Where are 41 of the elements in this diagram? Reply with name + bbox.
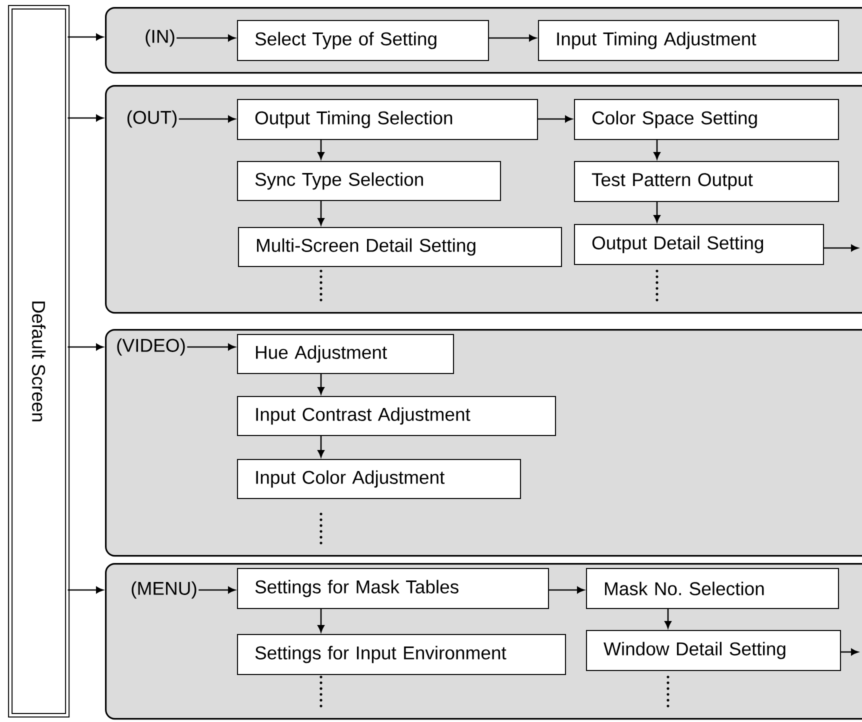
arrow bbox=[176, 34, 236, 42]
menu-box: Input Contrast Adjustment bbox=[237, 396, 556, 436]
menu-box: Select Type of Setting bbox=[237, 20, 489, 61]
arrow bbox=[654, 202, 660, 222]
menu-box: Input Timing Adjustment bbox=[538, 20, 839, 61]
arrow bbox=[318, 609, 324, 632]
arrow bbox=[187, 344, 236, 350]
arrow bbox=[68, 344, 104, 350]
menu-box: Color Space Setting bbox=[574, 99, 839, 140]
group-label: (MENU) bbox=[132, 581, 196, 599]
arrow bbox=[841, 648, 858, 656]
arrow bbox=[318, 201, 324, 226]
arrow bbox=[318, 436, 324, 458]
group-label: (VIDEO) bbox=[117, 338, 185, 356]
menu-box: Settings for Mask Tables bbox=[237, 568, 549, 609]
menu-box: Settings for Input Environment bbox=[237, 634, 566, 675]
menu-box: Mask No. Selection bbox=[586, 568, 839, 609]
menu-box: Sync Type Selection bbox=[237, 161, 501, 201]
menu-box: Input Color Adjustment bbox=[237, 459, 521, 499]
arrow bbox=[318, 140, 324, 160]
arrow bbox=[68, 114, 104, 122]
arrow bbox=[654, 140, 660, 160]
group-label: (OUT) bbox=[127, 110, 177, 128]
arrow bbox=[68, 586, 104, 594]
arrow bbox=[664, 609, 672, 628]
arrow bbox=[489, 34, 536, 42]
arrow bbox=[549, 586, 584, 594]
menu-box: Hue Adjustment bbox=[237, 334, 454, 374]
group-label: (IN) bbox=[146, 29, 174, 47]
arrow bbox=[198, 586, 236, 594]
menu-box: Test Pattern Output bbox=[574, 161, 839, 202]
arrow bbox=[824, 244, 858, 252]
menu-box: Multi-Screen Detail Setting bbox=[238, 227, 562, 267]
arrow bbox=[178, 116, 236, 122]
arrow bbox=[538, 116, 572, 122]
arrow bbox=[68, 34, 104, 40]
screen-box: Default Screen bbox=[8, 5, 70, 718]
menu-box: Output Timing Selection bbox=[237, 99, 538, 140]
arrow bbox=[318, 374, 324, 394]
menu-box: Output Detail Setting bbox=[574, 224, 824, 265]
menu-box: Window Detail Setting bbox=[586, 630, 841, 671]
